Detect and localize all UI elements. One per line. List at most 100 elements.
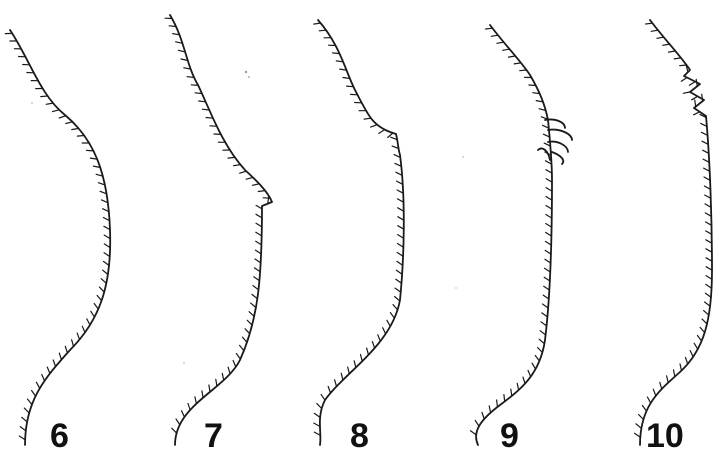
- hatch-tick: [210, 126, 217, 127]
- hatch-tick: [228, 157, 235, 158]
- hatch-tick: [390, 313, 394, 319]
- hatch-tick: [681, 78, 687, 82]
- hatch-tick: [540, 331, 546, 335]
- hatch-tick: [395, 297, 400, 302]
- hatch-tick: [696, 79, 697, 86]
- hatch-tick: [87, 150, 94, 151]
- hatch-tick: [657, 37, 664, 38]
- hatch-tick: [636, 424, 641, 429]
- hatch-tick: [32, 391, 36, 397]
- hatch-tick: [348, 367, 350, 374]
- hatch-tick: [247, 320, 252, 325]
- hatch-tick: [497, 400, 498, 407]
- hatch-tick: [642, 406, 646, 412]
- hatch-tick: [187, 77, 194, 78]
- hatch-tick: [514, 63, 521, 64]
- hatch-tick: [256, 232, 262, 236]
- hatch-marks-7: [165, 18, 270, 433]
- hatch-tick: [53, 110, 60, 112]
- profile-outline-7: [170, 15, 272, 445]
- hatch-tick: [694, 112, 700, 115]
- hatch-tick: [91, 311, 95, 317]
- hatch-tick: [77, 333, 79, 340]
- hatch-tick: [66, 122, 73, 124]
- hatch-tick: [209, 385, 210, 392]
- hatch-tick: [72, 128, 79, 129]
- hatch-tick: [42, 375, 45, 381]
- hatch-tick: [341, 373, 343, 380]
- hatch-tick: [398, 244, 404, 248]
- hatch-tick: [542, 313, 548, 317]
- hatch-tick: [236, 354, 240, 360]
- hatch-tick: [690, 351, 693, 357]
- hatch-tick: [36, 382, 39, 388]
- hatch-tick: [321, 394, 325, 400]
- hatch-tick: [704, 186, 710, 189]
- hatch-tick: [252, 294, 257, 298]
- hatch-tick: [254, 277, 260, 281]
- hatch-tick: [674, 370, 675, 377]
- hatch-tick: [497, 42, 504, 43]
- hatch-tick: [523, 377, 525, 384]
- hatch-tick: [65, 346, 67, 353]
- hatch-tick: [706, 240, 712, 243]
- hatch-tick: [663, 44, 670, 45]
- hatch-tick: [695, 100, 696, 107]
- hatch-tick: [333, 53, 340, 54]
- hatch-tick: [528, 370, 531, 376]
- hatch-tick: [104, 261, 110, 265]
- hatch-tick: [378, 335, 381, 341]
- profile-outline-10: [640, 20, 712, 445]
- hatch-tick: [372, 342, 374, 349]
- hatch-tick: [539, 339, 544, 344]
- hatch-tick: [546, 224, 552, 228]
- profile-outline-9: [476, 25, 552, 445]
- hatch-tick: [517, 383, 518, 390]
- hatch-tick: [509, 56, 516, 57]
- hatch-tick: [319, 30, 326, 31]
- hatch-tick: [169, 26, 176, 27]
- hatch-tick: [651, 30, 658, 31]
- hatch-tick: [251, 303, 256, 308]
- hatch-tick: [387, 320, 390, 326]
- hatch-tick: [653, 389, 656, 395]
- hatch-tick: [511, 389, 512, 396]
- hatch-tick: [503, 49, 510, 50]
- hatch-tick: [245, 329, 250, 334]
- hatch-tick: [104, 253, 110, 257]
- hatch-marks-9: [471, 28, 553, 435]
- hatch-tick: [20, 427, 26, 431]
- hatch-tick: [41, 96, 48, 97]
- hatch-tick: [234, 165, 241, 166]
- hatch-tick: [314, 23, 321, 24]
- figure-label-9: 9: [500, 417, 519, 452]
- profile-figure-9: 9: [471, 25, 573, 452]
- hatch-tick: [28, 399, 32, 404]
- hatch-tick: [347, 86, 354, 87]
- profile-outline-6: [10, 30, 110, 445]
- hatch-tick: [704, 311, 709, 316]
- hatch-tick: [371, 125, 378, 127]
- hatch-tick: [694, 343, 698, 349]
- hatch-tick: [199, 101, 206, 102]
- figure-label-8: 8: [350, 417, 369, 452]
- hatch-tick: [535, 356, 539, 362]
- hatch-tick: [328, 387, 330, 394]
- hatch-tick: [674, 58, 681, 59]
- hatch-tick: [216, 379, 217, 386]
- hatch-tick: [706, 284, 712, 288]
- hatch-tick: [77, 136, 84, 137]
- profile-figure-8: 8: [314, 20, 404, 452]
- hatch-tick: [680, 65, 687, 66]
- hatch-tick: [396, 279, 402, 283]
- hatch-tick: [706, 276, 712, 280]
- hatch-tick: [544, 286, 550, 290]
- hatch-tick: [482, 412, 484, 419]
- hatch-tick: [46, 103, 53, 104]
- hatch-tick: [202, 109, 209, 110]
- hatch-tick: [228, 367, 230, 374]
- hatch-tick: [706, 249, 712, 252]
- hatch-tick: [396, 270, 402, 274]
- hatch-tick: [82, 326, 85, 332]
- hatch-tick: [253, 286, 259, 290]
